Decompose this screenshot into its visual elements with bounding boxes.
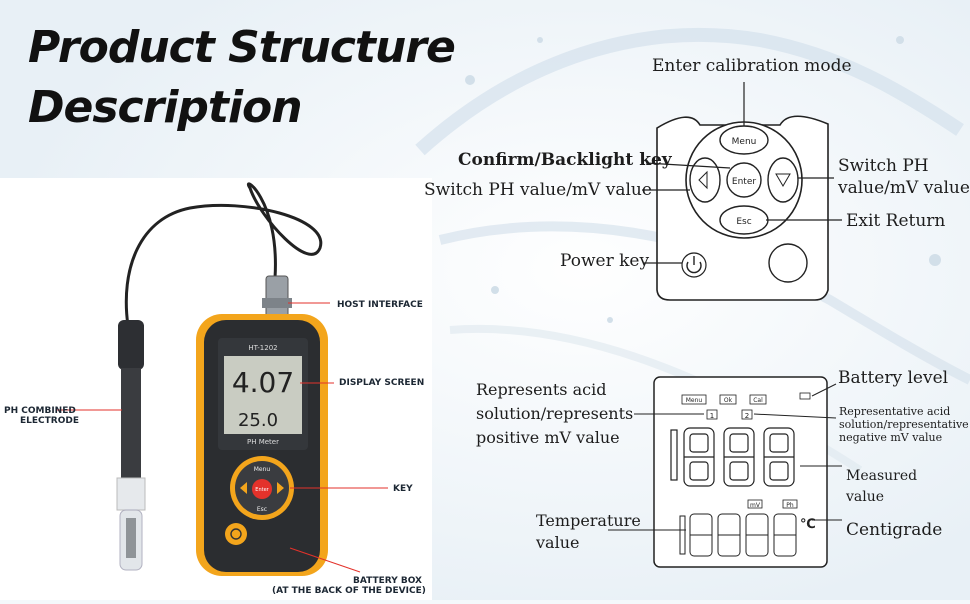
switch-ph-right-line2: value/mV value (838, 178, 970, 198)
switch-ph-right-line1: Switch PH (838, 156, 929, 176)
lcd-cal-icon-label: Cal (753, 397, 763, 404)
meter-name-label: PH Meter (247, 438, 279, 446)
key-label: KEY (393, 484, 413, 494)
electrode-label-line1: PH COMBINED (4, 406, 76, 416)
power-key-label: Power key (560, 251, 650, 271)
lcd-mv-unit: mV (750, 502, 761, 509)
meter-left-arrow-key[interactable] (240, 482, 247, 494)
lcd-ph-unit: Ph (786, 502, 794, 509)
lcd-celsius-symbol: ℃ (800, 517, 816, 532)
battery-box-label-line2: (AT THE BACK OF THE DEVICE) (272, 586, 426, 596)
electrode-cap (118, 320, 144, 370)
acid-negative-line3: negative mV value (839, 431, 943, 444)
measured-line1: Measured (846, 468, 918, 484)
diagram-enter-key[interactable] (726, 162, 762, 198)
meter-lcd (224, 356, 302, 434)
page-title-line2: Description (28, 82, 303, 133)
meter-power-key[interactable] (225, 523, 247, 545)
diagram-round-window (768, 243, 808, 283)
confirm-backlight-label: Confirm/Backlight key (458, 150, 672, 170)
acid-positive-line2: solution/represents (476, 404, 634, 423)
left-triangle-icon (698, 170, 708, 190)
lcd-battery-icon (799, 392, 811, 400)
lcd-marker-2: 2 (745, 412, 749, 420)
temperature-line1: Temperature (536, 511, 641, 530)
battery-box-label: BATTERY BOX (AT THE BACK OF THE DEVICE) (272, 576, 426, 596)
meter-right-arrow-key[interactable] (277, 482, 284, 494)
acid-positive-line3: positive mV value (476, 428, 620, 447)
acid-negative-label: Representative acid solution/representat… (839, 405, 969, 444)
power-icon (686, 261, 702, 274)
ph-meter-illustration: HT-1202 4.07 25.0 PH Meter Menu Enter Es… (56, 182, 388, 576)
acid-positive-label: Represents acid solution/represents posi… (476, 378, 633, 450)
switch-ph-right-label: Switch PH value/mV value (838, 155, 970, 199)
host-interface-label: HOST INTERFACE (337, 300, 423, 310)
meter-enter-key-label: Enter (255, 487, 269, 493)
display-screen-label: DISPLAY SCREEN (339, 378, 425, 388)
temperature-line2: value (536, 533, 580, 552)
lcd-ok-icon-label: Ok (724, 397, 733, 404)
diagram-enter-key-label: Enter (732, 177, 756, 187)
lcd-outline (653, 376, 828, 568)
lcd-temp-digits (679, 513, 797, 557)
diagram-right-key[interactable] (767, 157, 799, 203)
battery-box-label-line1: BATTERY BOX (353, 576, 422, 586)
measured-line2: value (846, 489, 885, 505)
down-triangle-icon (775, 173, 791, 187)
acid-negative-line1: Representative acid (839, 405, 951, 418)
acid-positive-line1: Represents acid (476, 380, 607, 399)
temperature-value-label: Temperature value (536, 510, 641, 554)
meter-enter-key[interactable] (252, 479, 272, 499)
switch-ph-left-label: Switch PH value/mV value (424, 180, 652, 200)
page-title-line1: Product Structure (28, 22, 456, 73)
lcd-menu-icon-label: Menu (686, 397, 703, 404)
meter-model-label: HT-1202 (248, 344, 277, 352)
meter-esc-key[interactable]: Esc (257, 506, 267, 513)
exit-return-label: Exit Return (846, 211, 946, 231)
measured-value-label: Measured value (846, 466, 917, 508)
meter-lcd-main-reading: 4.07 (232, 366, 294, 399)
diagram-esc-key-label: Esc (736, 217, 751, 227)
meter-menu-key[interactable]: Menu (254, 466, 271, 473)
meter-lcd-temp-reading: 25.0 (238, 410, 278, 431)
product-photo-panel: HT-1202 4.07 25.0 PH Meter Menu Enter Es… (0, 178, 432, 600)
electrode-label-line2: ELECTRODE (20, 416, 79, 426)
probe-cable (124, 182, 323, 327)
lcd-main-digits (670, 427, 795, 487)
electrode-body (121, 368, 141, 478)
battery-level-label: Battery level (838, 368, 949, 388)
calibration-mode-label: Enter calibration mode (652, 56, 852, 76)
battery-callout-line (289, 547, 361, 573)
lcd-marker-1: 1 (710, 412, 714, 420)
acid-negative-line2: solution/representative (839, 418, 969, 431)
electrode-label: PH COMBINED ELECTRODE (4, 406, 79, 426)
centigrade-label: Centigrade (846, 520, 943, 540)
diagram-menu-key-label: Menu (732, 137, 757, 147)
diagram-left-key[interactable] (689, 157, 721, 203)
